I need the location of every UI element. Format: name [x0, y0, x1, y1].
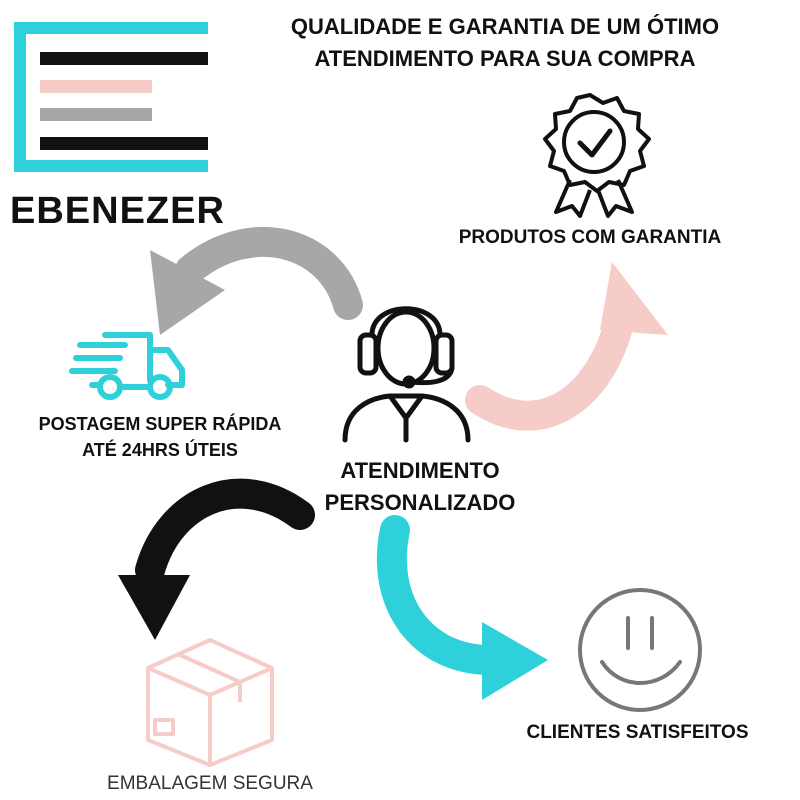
gray-arrow — [150, 226, 363, 335]
package-box-icon — [146, 638, 274, 767]
brand-logo — [14, 22, 208, 172]
headline-line-1: QUALIDADE E GARANTIA DE UM ÓTIMO — [290, 14, 720, 39]
customers-label: CLIENTES SATISFEITOS — [526, 722, 749, 743]
brand-name: EBENEZER — [10, 190, 225, 232]
pink-arrow — [465, 262, 668, 431]
guarantee-label: PRODUTOS COM GARANTIA — [458, 227, 722, 248]
center-label-line-1: ATENDIMENTO — [340, 458, 500, 483]
packaging-label: EMBALAGEM SEGURA — [107, 773, 313, 794]
center-label-line-2: PERSONALIZADO — [324, 490, 516, 515]
black-arrow — [118, 478, 315, 640]
teal-arrow — [376, 515, 548, 700]
quality-badge-icon — [543, 93, 651, 218]
shipping-line-1: POSTAGEM SUPER RÁPIDA — [38, 414, 282, 434]
delivery-truck-icon — [69, 332, 185, 400]
shipping-line-2: ATÉ 24HRS ÚTEIS — [82, 440, 238, 460]
smiley-face-icon — [578, 588, 702, 712]
headline-line-2: ATENDIMENTO PARA SUA COMPRA — [314, 46, 696, 71]
support-agent-icon — [342, 306, 471, 443]
